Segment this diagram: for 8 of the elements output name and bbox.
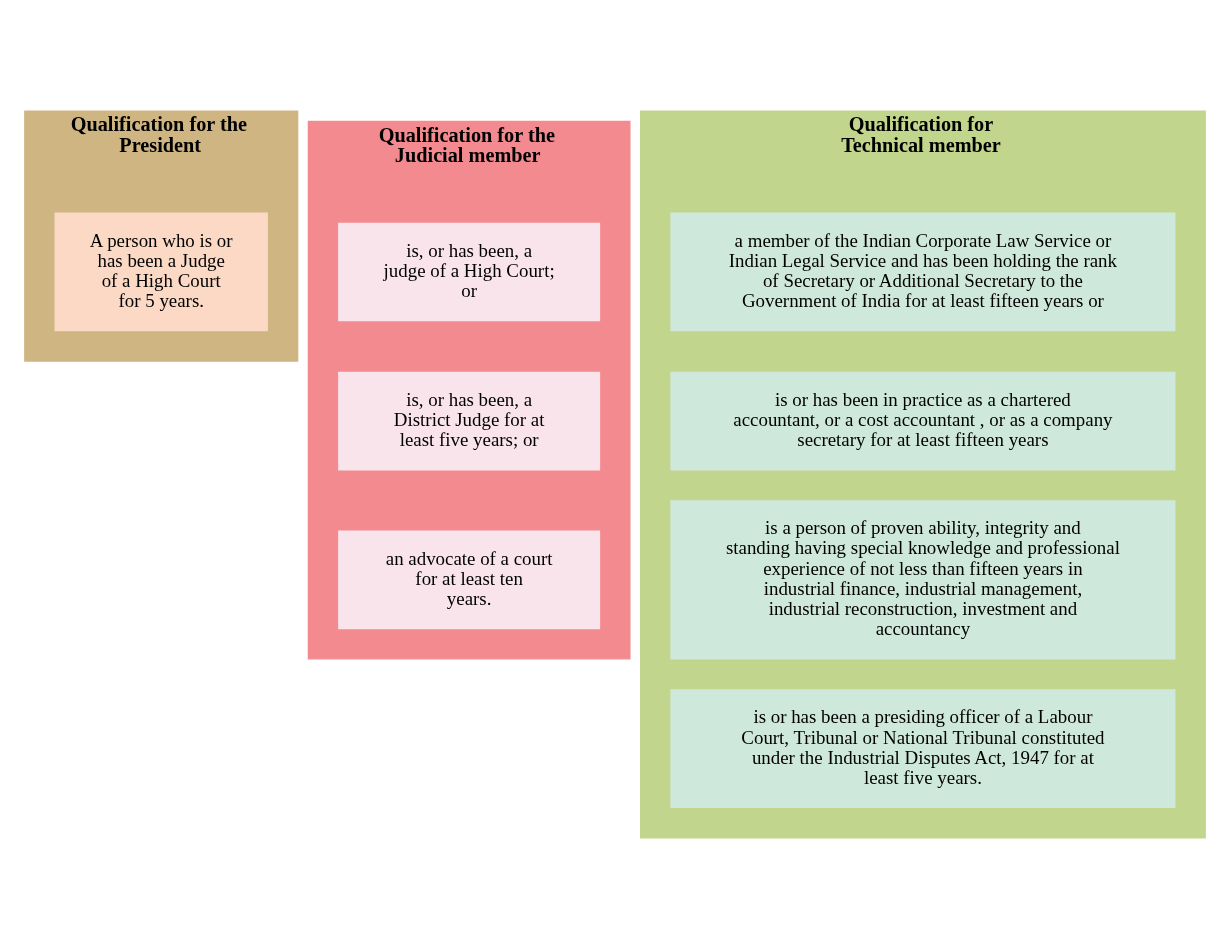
node-box: a member of the Indian Corporate Law Service or Indian Legal Service and has been holding the rank of Secretary or Additional Secretary to the Government of India for at least fifteen years or [670,212,1176,332]
node-box: is or has been a presiding officer of a Labour Court, Tribunal or National Tribunal constituted under the Industrial Disputes Act, 1947 for at least five years. [670,689,1176,809]
node-box: is, or has been, a judge of a High Court; or [338,222,601,322]
node-box: is, or has been, a District Judge for at least five years; or [338,371,601,471]
node-box: is a person of proven ability, integrity and standing having special knowledge and professional experience of not less than fifteen years in industrial finance, industrial management, industrial reconstruction, investment and accountancy [670,500,1176,660]
node-box: an advocate of a court for at least ten years. [338,530,601,630]
node-box: is or has been in practice as a chartered accountant, or a cost accountant , or as a company secretary for at least fifteen years [670,371,1176,471]
node-box: A person who is or has been a Judge of a High Court for 5 years. [54,212,268,332]
